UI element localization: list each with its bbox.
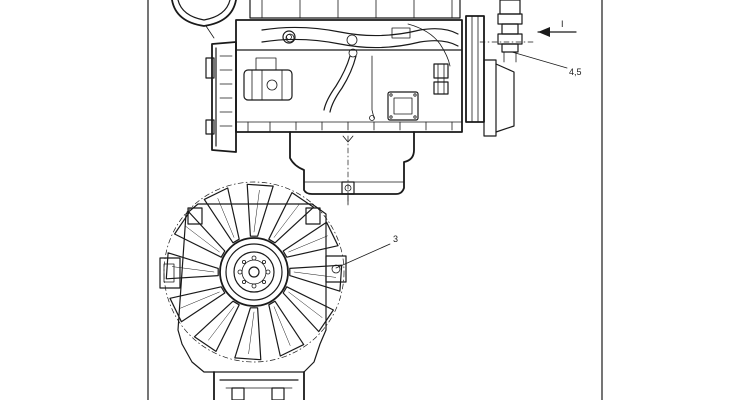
inspection-cover	[387, 91, 419, 121]
crankshaft-pulley	[465, 0, 537, 137]
fan-blade	[282, 221, 339, 258]
fan-blade	[203, 187, 240, 244]
oil-sump	[289, 131, 415, 209]
fan-blade	[246, 183, 274, 237]
air-filter-housing	[171, 0, 237, 39]
fan-blade-rib	[293, 271, 337, 278]
callout-4-5-label: 4,5	[569, 67, 582, 77]
fan-blade	[165, 252, 219, 280]
alternator-mount	[433, 63, 449, 95]
fan-blade	[174, 211, 226, 258]
fan-blade-rib	[288, 291, 323, 318]
fan-blade-set	[165, 183, 343, 361]
fan-blade-rib	[185, 226, 220, 253]
fan-front-view: 3	[159, 181, 398, 400]
fan-blade-rib	[217, 198, 235, 238]
fan-blade-rib	[248, 311, 255, 355]
fan-blade	[268, 192, 315, 244]
engine-side-view: I 4,5	[171, 0, 582, 209]
fan-blade-rib	[288, 235, 328, 253]
fan-blade-rib	[208, 306, 235, 341]
lower-oil-pan	[213, 371, 305, 400]
fan-blade-rib	[273, 306, 291, 346]
fan-blade-rib	[180, 291, 220, 309]
callout-4-5[interactable]: 4,5	[511, 51, 582, 77]
fan-blade-rib	[171, 266, 215, 273]
starter-motor	[243, 57, 293, 101]
view-marker-label: I	[561, 19, 564, 29]
fan-blade	[169, 286, 226, 323]
dipstick-tube	[323, 48, 358, 113]
drawing-frame	[147, 0, 603, 400]
callout-3-label: 3	[393, 234, 398, 244]
view-direction-arrow[interactable]: I	[537, 19, 577, 37]
fan-hub	[219, 237, 289, 307]
fan-blade	[282, 286, 334, 333]
fan-blade	[289, 264, 343, 292]
oil-filler-cap	[282, 30, 296, 44]
fan-blade	[193, 300, 240, 352]
flywheel-housing	[205, 41, 237, 153]
callout-3[interactable]: 3	[335, 234, 398, 269]
engine-front-silhouette	[159, 203, 347, 373]
fan-blade-rib	[273, 203, 300, 238]
fan-blade-rib	[253, 189, 260, 233]
fan-blade	[234, 307, 262, 361]
fan-blade	[268, 300, 305, 357]
engine-block	[235, 0, 463, 133]
